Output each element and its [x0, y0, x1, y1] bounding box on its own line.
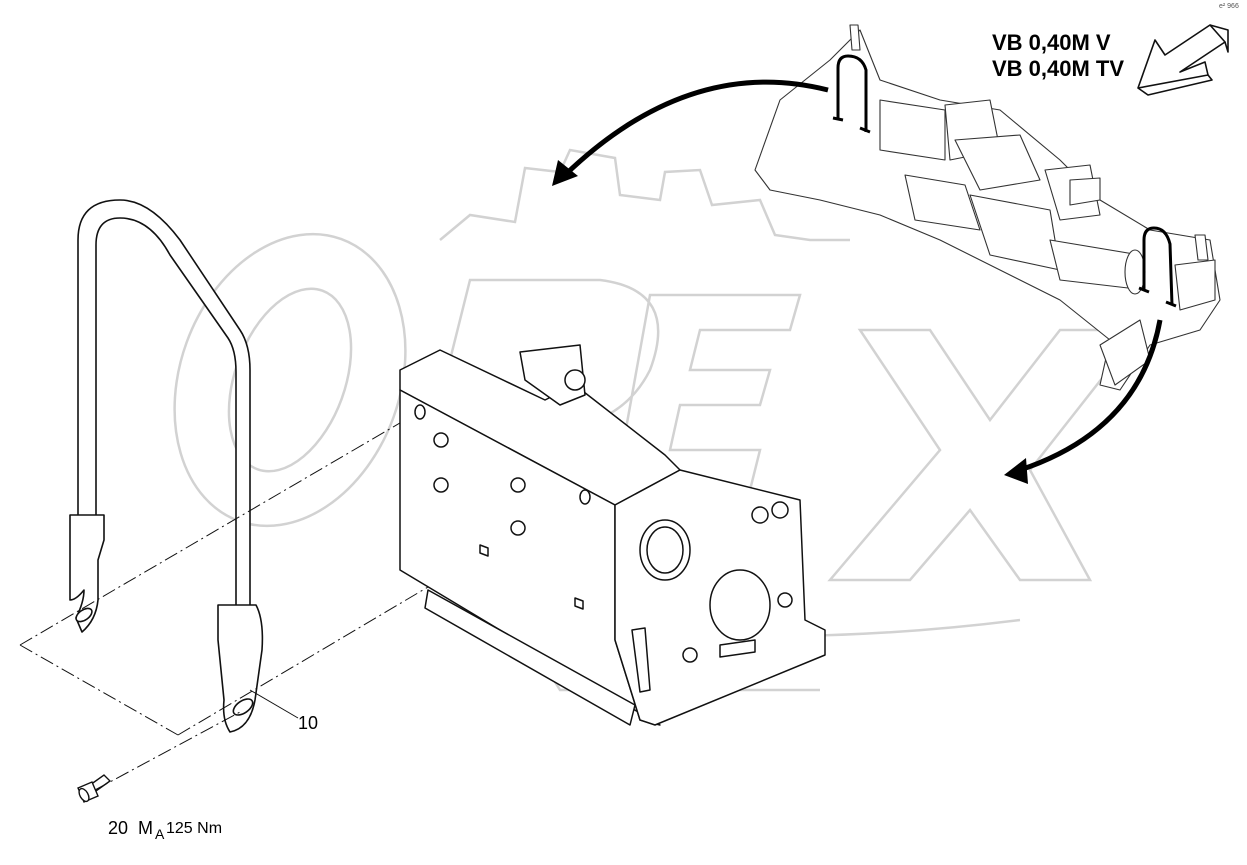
- bracket-hook-left: [69, 514, 105, 633]
- block-hole-1: [414, 404, 426, 420]
- block-base: [424, 589, 636, 726]
- bolt-part-20: [77, 774, 112, 803]
- overview-bracket-right: [1142, 226, 1174, 306]
- watermark-gear-outline: [439, 148, 850, 242]
- arrow-curve-left: [563, 79, 829, 177]
- torque-subscript: A: [155, 826, 165, 842]
- torque-value: 125 Nm: [166, 820, 223, 837]
- block-hole-2: [579, 489, 591, 505]
- torque-symbol: M: [138, 818, 153, 838]
- callout-part-10: 10: [298, 713, 319, 733]
- model-label-tv: VB 0,40M TV: [992, 56, 1125, 81]
- drawing-ref-code: e² 966: [1219, 3, 1239, 10]
- block-bolt-1: [433, 432, 449, 448]
- overview-brackets: [832, 54, 1177, 308]
- block-bolt-4: [510, 520, 526, 536]
- callout-10-leader: [249, 689, 299, 719]
- view-direction-arrow: [1137, 24, 1229, 96]
- model-label-v: VB 0,40M V: [992, 30, 1111, 55]
- callout-part-20: 20: [108, 818, 129, 838]
- arrow-head-left: [552, 160, 578, 186]
- lifting-bracket: [69, 199, 264, 733]
- arrow-head-right: [1004, 458, 1028, 484]
- indicator-arrows: [552, 79, 1163, 484]
- overview-bracket-left: [836, 54, 868, 132]
- watermark-letter-x: [827, 328, 1143, 582]
- block-bolt-3: [510, 477, 526, 493]
- bracket-loop: [77, 199, 251, 613]
- block-bolt-2: [433, 477, 449, 493]
- screed-overview: [754, 24, 1221, 391]
- block-top-plate: [519, 344, 586, 406]
- block-bore-side: [709, 569, 771, 641]
- screed-block: [399, 344, 826, 726]
- arrow-curve-right: [1019, 319, 1163, 473]
